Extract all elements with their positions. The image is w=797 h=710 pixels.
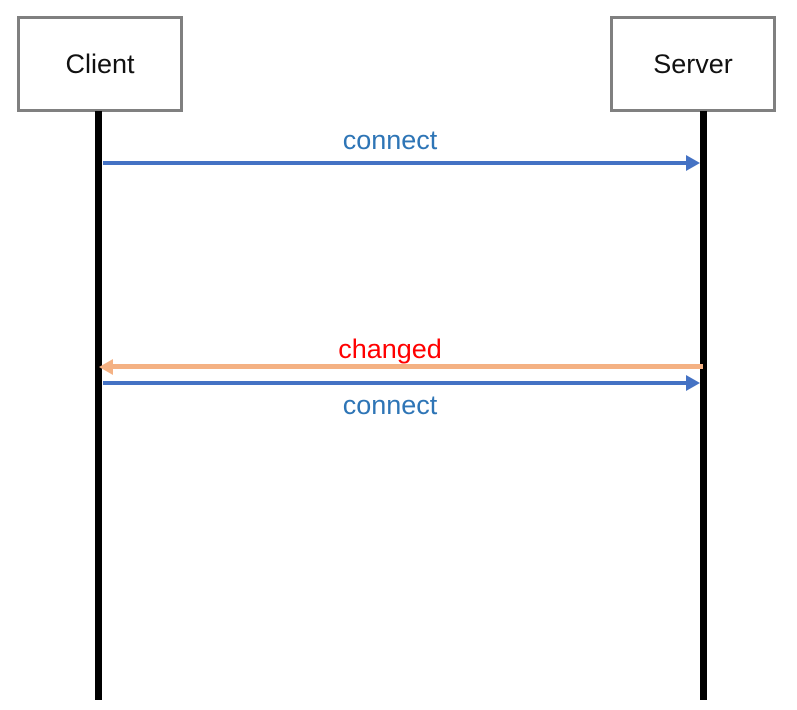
message-arrow-connect-1: [103, 155, 700, 171]
lifeline-server: [700, 111, 707, 700]
actor-label-client: Client: [65, 48, 135, 79]
arrowhead-right-icon: [686, 375, 700, 391]
arrowhead-right-icon: [686, 155, 700, 171]
message-arrow-connect-2: [103, 375, 700, 391]
lifeline-client: [95, 111, 102, 700]
arrow-line: [110, 364, 703, 369]
arrowhead-left-icon: [99, 359, 113, 375]
message-label-connect-2: connect: [342, 390, 438, 420]
arrow-line: [103, 381, 689, 385]
actor-box-server: Server: [610, 16, 776, 112]
actor-box-client: Client: [17, 16, 183, 112]
message-label-changed: changed: [338, 334, 442, 364]
arrow-line: [103, 161, 689, 165]
actor-label-server: Server: [653, 48, 733, 79]
message-arrow-changed: [99, 359, 703, 375]
message-label-connect-1: connect: [342, 125, 438, 155]
